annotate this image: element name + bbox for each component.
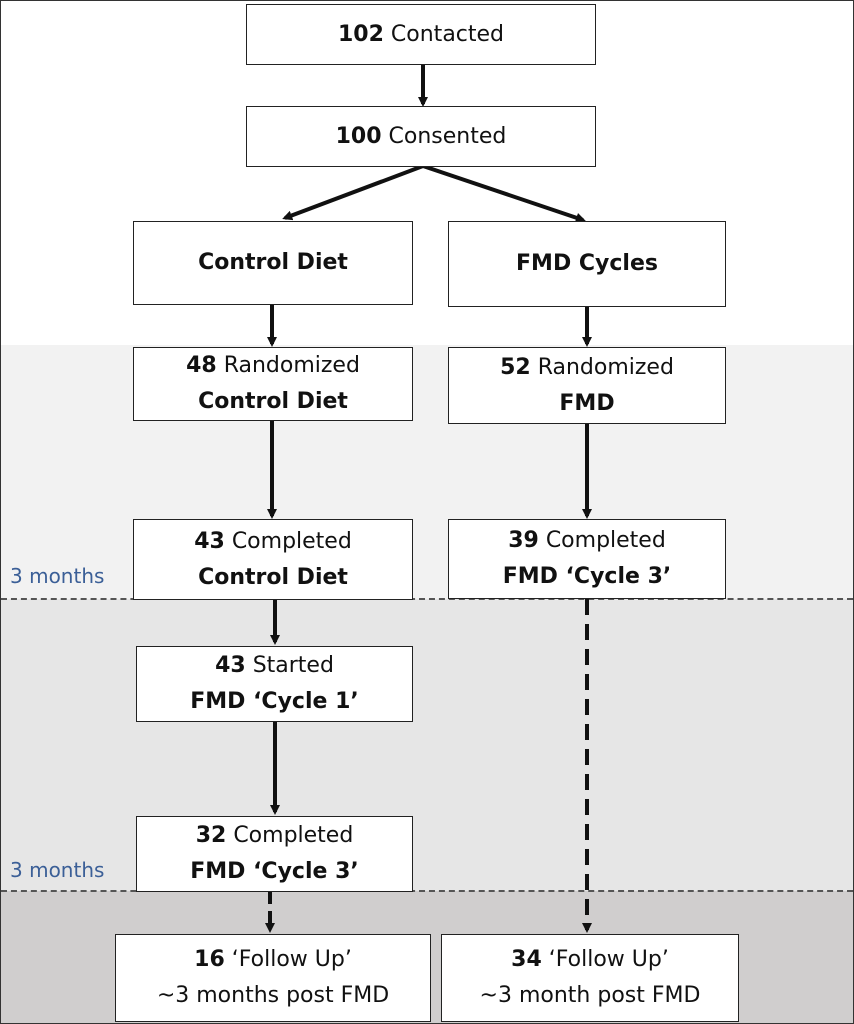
followup-fmd-line: 34 ‘Follow Up’ xyxy=(511,942,669,978)
completed-cycle3-text: Completed xyxy=(233,823,354,848)
randomized-control-arm: Control Diet xyxy=(198,389,348,414)
dashed-divider-second xyxy=(1,890,853,892)
randomized-fmd-text: Randomized xyxy=(537,354,674,380)
randomized-control-line: 48 Randomized xyxy=(186,348,360,384)
contacted-count: 102 xyxy=(337,21,384,47)
box-randomized-fmd: 52 Randomized FMD xyxy=(448,347,726,424)
followup-control-text: ‘Follow Up’ xyxy=(231,947,352,972)
completed-control-text: Completed xyxy=(231,528,352,554)
box-completed-control-cycle3: 32 Completed FMD ‘Cycle 3’ xyxy=(136,816,413,892)
consented-count: 100 xyxy=(335,123,382,149)
completed-control-line: 43 Completed xyxy=(194,524,352,560)
box-consented-line: 100 Consented xyxy=(336,119,507,155)
completed-fmd-arm: FMD ‘Cycle 3’ xyxy=(502,564,672,589)
started-fmd-count: 43 xyxy=(215,653,246,678)
contacted-text: Contacted xyxy=(390,21,505,47)
box-started-fmd-cycle1: 43 Started FMD ‘Cycle 1’ xyxy=(136,646,413,722)
box-completed-fmd-cycle3: 39 Completed FMD ‘Cycle 3’ xyxy=(448,519,726,599)
completed-fmd-line: 39 Completed xyxy=(508,523,666,559)
consented-text: Consented xyxy=(388,123,507,149)
arrow-consented-to-control xyxy=(282,164,424,221)
started-fmd-line: 43 Started xyxy=(215,648,334,684)
completed-cycle3-arm: FMD ‘Cycle 3’ xyxy=(190,859,359,884)
box-consented: 100 Consented xyxy=(246,106,596,167)
followup-control-count: 16 xyxy=(194,947,225,972)
side-label-first-3-months: 3 months xyxy=(10,564,105,588)
dashed-divider-first xyxy=(1,598,853,600)
fmd-cycles-label: FMD Cycles xyxy=(516,251,658,276)
box-followup-control: 16 ‘Follow Up’ ~3 months post FMD xyxy=(115,934,431,1022)
followup-fmd-sub: ~3 month post FMD xyxy=(479,983,701,1008)
completed-control-count: 43 xyxy=(194,528,225,554)
box-control-diet: Control Diet xyxy=(133,221,413,305)
box-followup-fmd: 34 ‘Follow Up’ ~3 month post FMD xyxy=(441,934,739,1022)
randomized-control-text: Randomized xyxy=(223,353,360,378)
box-contacted-line: 102 Contacted xyxy=(338,17,504,53)
randomized-control-count: 48 xyxy=(186,353,217,378)
started-fmd-arm: FMD ‘Cycle 1’ xyxy=(190,689,359,714)
arrow-consented-to-fmd xyxy=(422,164,586,223)
followup-fmd-text: ‘Follow Up’ xyxy=(548,947,669,972)
control-diet-label: Control Diet xyxy=(198,250,348,275)
box-completed-control: 43 Completed Control Diet xyxy=(133,519,413,600)
box-randomized-control: 48 Randomized Control Diet xyxy=(133,347,413,421)
randomized-fmd-line: 52 Randomized xyxy=(500,350,674,386)
side-label-second-3-months: 3 months xyxy=(10,858,105,882)
completed-fmd-count: 39 xyxy=(508,528,539,553)
randomized-fmd-count: 52 xyxy=(500,354,531,380)
started-fmd-text: Started xyxy=(252,653,334,678)
box-contacted: 102 Contacted xyxy=(246,4,596,65)
randomized-fmd-arm: FMD xyxy=(559,390,615,416)
followup-control-sub: ~3 months post FMD xyxy=(156,983,390,1008)
completed-cycle3-count: 32 xyxy=(195,823,227,848)
completed-cycle3-line: 32 Completed xyxy=(196,818,354,854)
completed-fmd-text: Completed xyxy=(545,528,666,553)
completed-control-arm: Control Diet xyxy=(198,564,348,590)
followup-fmd-count: 34 xyxy=(511,947,542,972)
box-fmd-cycles: FMD Cycles xyxy=(448,221,726,307)
followup-control-line: 16 ‘Follow Up’ xyxy=(194,942,352,978)
